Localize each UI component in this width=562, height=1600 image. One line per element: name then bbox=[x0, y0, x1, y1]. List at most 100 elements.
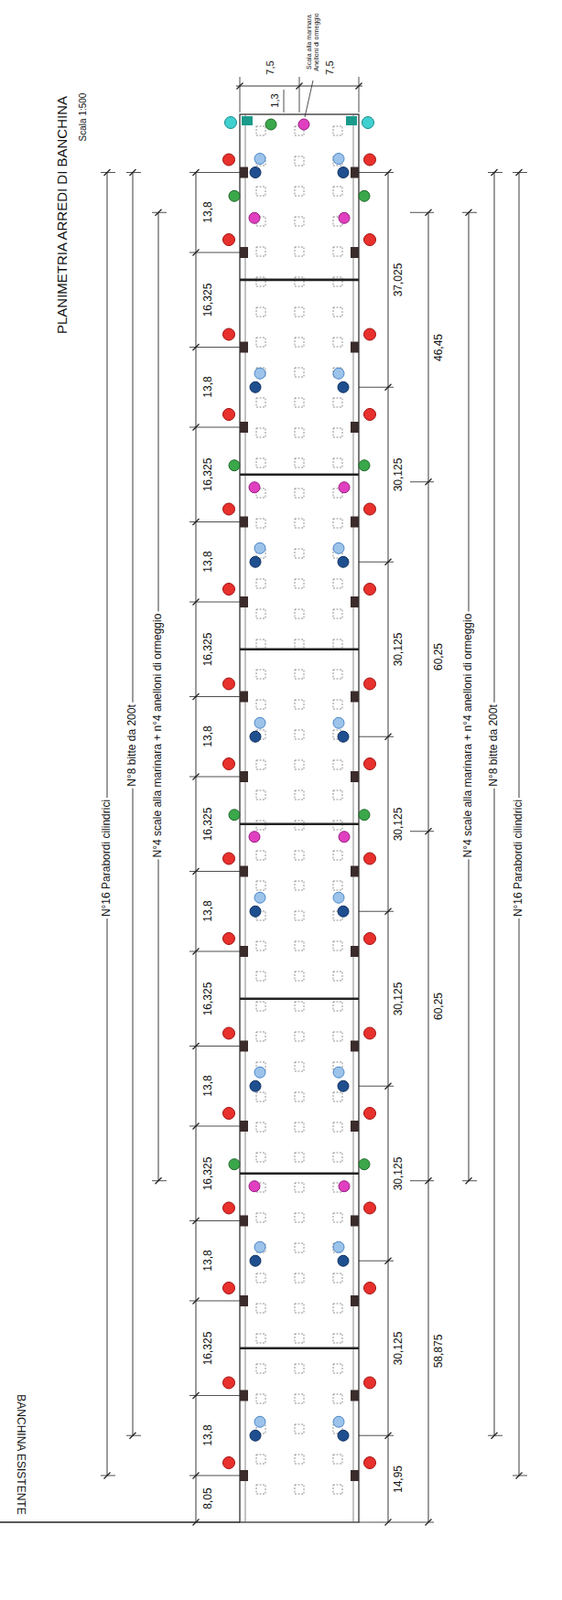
dimension-label: 30,125 bbox=[392, 805, 406, 843]
pile-symbol bbox=[294, 277, 304, 287]
pile-symbol bbox=[256, 1364, 266, 1374]
bollard-symbol bbox=[249, 381, 261, 393]
bollard-symbol bbox=[249, 167, 261, 179]
dimension-tick bbox=[193, 1393, 200, 1400]
quantity-label: N°16 Parabordi cilindrici bbox=[100, 798, 114, 919]
fender-block bbox=[239, 517, 249, 529]
pile-symbol bbox=[294, 1123, 304, 1133]
dimension-label: 16,325 bbox=[202, 980, 216, 1018]
dimension-tick bbox=[193, 1123, 200, 1130]
pile-symbol bbox=[256, 1485, 266, 1495]
extension-line bbox=[189, 776, 240, 778]
extension-line bbox=[189, 252, 240, 254]
bollard-symbol bbox=[337, 731, 349, 743]
pile-symbol bbox=[256, 186, 266, 196]
fender-block bbox=[350, 1215, 359, 1227]
pile-symbol bbox=[333, 1455, 343, 1465]
ring-callout bbox=[358, 1159, 370, 1171]
bollard-symbol bbox=[337, 1430, 349, 1442]
fender-block bbox=[239, 1121, 249, 1133]
dimension-label: 16,325 bbox=[202, 1329, 216, 1368]
ladder-symbol bbox=[241, 116, 253, 126]
pile-symbol bbox=[294, 1243, 304, 1254]
dimension-label: 13,8 bbox=[202, 550, 216, 575]
extension-line bbox=[239, 76, 241, 113]
pier-edge-line bbox=[245, 114, 247, 1524]
bollard-symbol bbox=[249, 556, 261, 568]
fender-block bbox=[350, 596, 359, 608]
dimension-tick bbox=[385, 1433, 392, 1440]
joint-line bbox=[239, 1347, 359, 1351]
pile-symbol bbox=[294, 488, 304, 498]
quay-label: BANCHINA ESISTENTE bbox=[13, 1393, 27, 1517]
extension-line bbox=[189, 1046, 240, 1048]
bollard-callout bbox=[254, 717, 266, 729]
pile-symbol bbox=[294, 518, 304, 529]
dimension-tick bbox=[516, 1472, 523, 1480]
dimension-label: 16,325 bbox=[202, 1155, 216, 1193]
dimension-tick bbox=[385, 734, 392, 741]
bollard-callout bbox=[333, 542, 345, 554]
dimension-tick bbox=[193, 169, 200, 176]
extension-line bbox=[410, 481, 434, 483]
ring-callout bbox=[228, 810, 240, 822]
dimension-label: 60,25 bbox=[432, 641, 446, 673]
extension-line bbox=[189, 1125, 240, 1127]
ladder-callout bbox=[338, 832, 350, 843]
pile-symbol bbox=[256, 609, 266, 619]
fender-block bbox=[350, 771, 359, 783]
pile-symbol bbox=[256, 1123, 266, 1133]
head-callout bbox=[225, 117, 238, 130]
bollard-symbol bbox=[337, 1080, 349, 1092]
ring-callout bbox=[228, 190, 240, 202]
fender-block bbox=[350, 1470, 359, 1482]
dimension-line bbox=[388, 172, 390, 1524]
drawing-title: PLANIMETRIA ARREDI DI BANCHINA bbox=[54, 94, 70, 336]
ring-callout bbox=[358, 190, 370, 202]
dimension-label: 30,125 bbox=[392, 1155, 406, 1193]
dimension-label: 30,125 bbox=[392, 980, 406, 1018]
bollard-symbol bbox=[337, 1255, 349, 1267]
bollard-symbol bbox=[249, 1255, 261, 1267]
pile-symbol bbox=[333, 1304, 343, 1314]
ladder-callout bbox=[338, 482, 350, 494]
fender-callout bbox=[223, 1457, 236, 1470]
ring-callout bbox=[358, 810, 370, 822]
dimension-tick bbox=[425, 1178, 433, 1185]
dimension-tick bbox=[425, 828, 433, 835]
dimension-line bbox=[283, 89, 285, 113]
fender-block bbox=[239, 1040, 249, 1052]
pile-symbol bbox=[333, 972, 343, 982]
pile-symbol bbox=[294, 216, 304, 227]
ladder-callout bbox=[338, 212, 350, 224]
dimension-tick bbox=[385, 1083, 392, 1091]
dimension-tick bbox=[104, 1472, 111, 1480]
pile-symbol bbox=[333, 398, 343, 408]
fender-block bbox=[350, 1296, 359, 1308]
dimension-line bbox=[236, 86, 363, 87]
pile-symbol bbox=[294, 1364, 304, 1374]
pile-symbol bbox=[256, 1032, 266, 1042]
bollard-symbol bbox=[337, 556, 349, 568]
bollard-callout bbox=[333, 1416, 345, 1428]
fender-callout bbox=[364, 1282, 377, 1295]
dimension-tick bbox=[193, 249, 200, 257]
pile-symbol bbox=[333, 790, 343, 800]
fender-callout bbox=[364, 1107, 377, 1120]
fender-callout bbox=[223, 1202, 236, 1215]
pile-symbol bbox=[294, 1092, 304, 1103]
ladder-callout bbox=[248, 212, 260, 224]
pile-symbol bbox=[294, 972, 304, 982]
bollard-callout bbox=[254, 1242, 266, 1254]
dimension-label: 16,325 bbox=[202, 281, 216, 319]
pile-symbol bbox=[294, 1274, 304, 1284]
quantity-label: N°8 bitte da 200t bbox=[487, 702, 501, 789]
ring-callout bbox=[228, 460, 240, 472]
fender-block bbox=[239, 247, 249, 259]
bollard-callout bbox=[254, 892, 266, 904]
pile-symbol bbox=[294, 1213, 304, 1223]
pile-symbol bbox=[333, 428, 343, 438]
quay-edge-line bbox=[0, 1522, 240, 1524]
fender-callout bbox=[223, 853, 236, 865]
pile-symbol bbox=[256, 881, 266, 891]
